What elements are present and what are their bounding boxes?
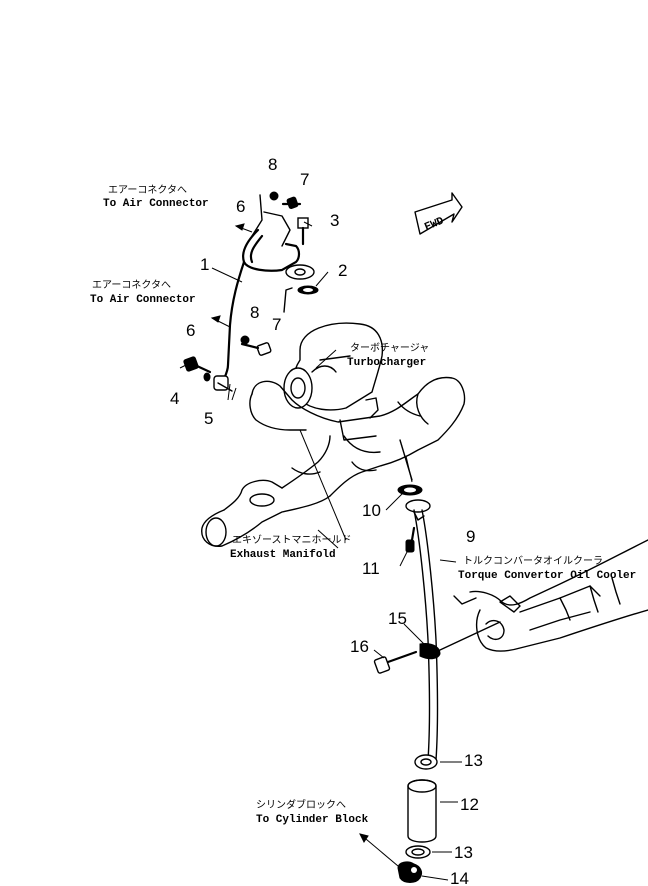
cylinder-block-en: To Cylinder Block [256,814,369,826]
to-air-connector-mid-jp: エアーコネクタへ [92,279,171,291]
oil-tube-1 [213,194,301,392]
clamp-13-top [414,754,438,770]
cylinder-block-jp: シリンダブロックへ [256,798,346,811]
exhaust-manifold-jp: エキゾーストマニホールド [232,534,352,546]
exhaust-manifold-en: Exhaust Manifold [230,549,336,561]
flange-10 [397,455,431,513]
leader-lines [179,221,462,881]
part-number-8-top: 8 [268,155,277,174]
part-number-10: 10 [362,501,381,520]
part-number-2: 2 [338,261,347,280]
oil-tube-9 [413,509,439,761]
torque-converter-jp: トルクコンバータオイルクーラ [463,555,603,567]
part-number-6-top: 6 [236,197,245,216]
exhaust-manifold-body [201,376,466,547]
bolt-3-icon [297,217,309,246]
clamp-13-bottom [405,845,431,859]
part-number-1: 1 [200,255,209,274]
part-number-8-mid: 8 [250,303,259,322]
turbocharger-body [283,287,384,419]
torque-converter-en: Torque Convertor Oil Cooler [458,570,636,582]
clamp-15 [419,621,501,660]
bolt-16-icon [373,650,418,674]
part-number-6-mid: 6 [186,321,195,340]
to-air-connector-top-en: To Air Connector [103,198,209,210]
fwd-arrow-icon: FWD [414,192,463,235]
part-number-7-top: 7 [300,170,309,189]
hose-12 [407,779,437,843]
part-number-7-mid: 7 [272,315,281,334]
part-number-4: 4 [170,389,179,408]
part-number-14: 14 [450,869,469,886]
arrow-6-mid-icon [210,315,231,328]
part-number-9: 9 [466,527,475,546]
fwd-label: FWD [423,215,446,234]
elbow-14 [359,833,423,883]
part-number-12: 12 [460,795,479,814]
turbocharger-en: Turbocharger [347,357,426,369]
bolt-11-icon [405,526,416,553]
arrow-6-top-icon [234,223,253,233]
bolt-7-mid-icon [240,335,272,356]
flange-fitting [285,264,319,295]
torque-converter-oil-cooler [453,539,648,652]
part-number-13-bottom: 13 [454,843,473,862]
part-number-13-top: 13 [464,751,483,770]
bolt-4-icon [183,356,212,382]
turbocharger-jp: ターボチャージャ [350,342,429,354]
part-number-15: 15 [388,609,407,628]
bolt-7-top-icon [269,191,302,210]
to-air-connector-top-jp: エアーコネクタへ [108,184,187,196]
part-number-11: 11 [362,559,380,578]
to-air-connector-mid-en: To Air Connector [90,294,196,306]
part-number-5: 5 [204,409,213,428]
part-number-3: 3 [330,211,339,230]
part-number-16: 16 [350,637,369,656]
